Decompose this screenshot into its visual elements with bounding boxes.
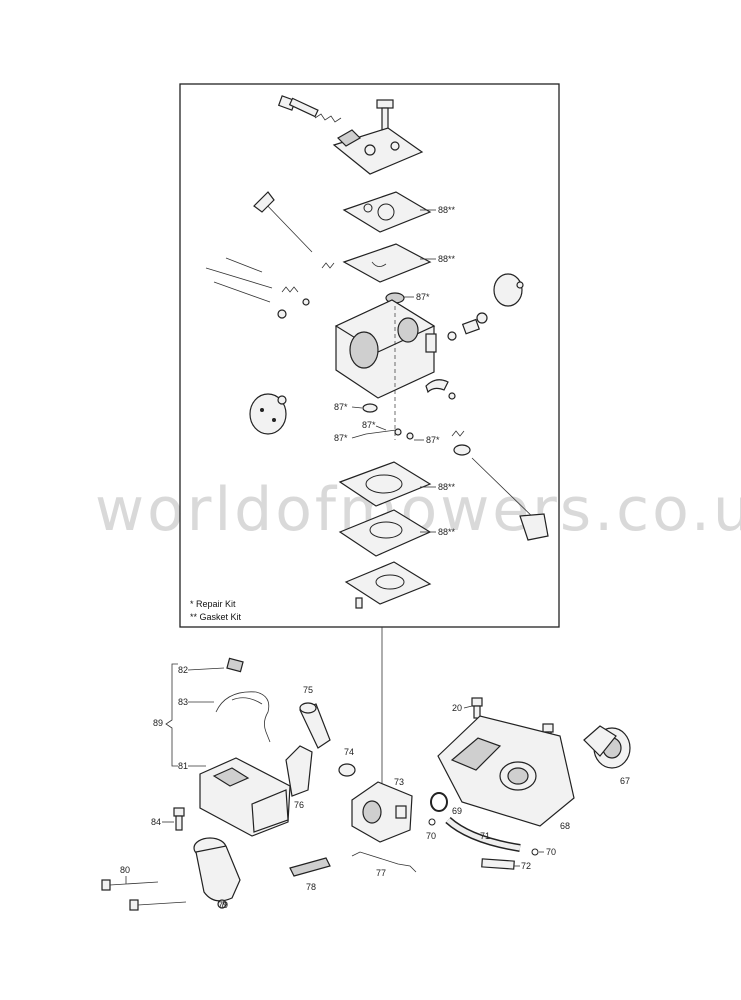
small-parts-87 xyxy=(362,306,414,440)
pump-cover xyxy=(344,561,432,609)
part-82-clip xyxy=(226,657,244,673)
label-88-upper: 88** xyxy=(438,205,456,215)
part-83-wire-spring xyxy=(215,691,271,743)
label-74: 74 xyxy=(344,747,354,757)
legend-gasket-kit: ** Gasket Kit xyxy=(190,612,242,622)
label-88-pump: 88** xyxy=(438,482,456,492)
label-73: 73 xyxy=(394,777,404,787)
carburettor-detail-frame xyxy=(179,83,560,628)
label-88-pump-diaphragm: 88** xyxy=(438,527,456,537)
label-69: 69 xyxy=(452,806,462,816)
label-76: 76 xyxy=(294,800,304,810)
label-87-mid: 87* xyxy=(362,420,376,430)
part-68-housing xyxy=(437,715,575,827)
metering-cover-part xyxy=(332,127,424,175)
choke-valve-disc xyxy=(249,393,287,435)
label-75: 75 xyxy=(303,685,313,695)
label-79: 79 xyxy=(218,900,228,910)
part-75-choke-knob xyxy=(299,702,331,749)
label-89: 89 xyxy=(153,718,163,728)
throttle-shaft-parts xyxy=(425,312,488,400)
part-81-air-filter-housing xyxy=(199,757,291,837)
part-80-bolts xyxy=(101,879,187,911)
label-71: 71 xyxy=(480,831,490,841)
part-79-intake-manifold xyxy=(193,837,241,909)
pump-gasket-88 xyxy=(338,461,432,507)
label-77: 77 xyxy=(376,868,386,878)
label-83: 83 xyxy=(178,697,188,707)
label-70-b: 70 xyxy=(546,847,556,857)
label-67: 67 xyxy=(620,776,630,786)
label-87-left: 87* xyxy=(334,402,348,412)
label-87-lower: 87* xyxy=(334,433,348,443)
label-80: 80 xyxy=(120,865,130,875)
part-84-screw xyxy=(173,807,185,831)
label-82: 82 xyxy=(178,665,188,675)
gasket-88-upper xyxy=(342,191,432,233)
label-68: 68 xyxy=(560,821,570,831)
legend-repair-kit: * Repair Kit xyxy=(190,599,236,609)
label-88-second: 88** xyxy=(438,254,456,264)
label-81: 81 xyxy=(178,761,188,771)
part-78-block xyxy=(289,857,331,877)
label-20-a: 20 xyxy=(452,703,462,713)
part-70-oring-b xyxy=(531,848,539,856)
part-67-flange xyxy=(583,725,631,769)
part-73-carburettor xyxy=(351,781,413,843)
part-72-sleeve xyxy=(481,858,515,870)
part-70-oring-a xyxy=(428,818,436,826)
label-78: 78 xyxy=(306,882,316,892)
top-screw-assembly xyxy=(277,95,394,131)
carburettor-body xyxy=(334,299,437,399)
label-70-a: 70 xyxy=(426,831,436,841)
throttle-valve-disc xyxy=(493,273,524,307)
part-76-elbow xyxy=(285,745,313,797)
lever-and-shaft-left xyxy=(253,191,313,253)
part-69-seal xyxy=(430,792,448,812)
label-87-top: 87* xyxy=(416,292,430,302)
part-71-hose xyxy=(445,816,521,852)
part-77-rod xyxy=(351,851,417,873)
needle-screws-left xyxy=(205,257,335,319)
label-84: 84 xyxy=(151,817,161,827)
label-87-right: 87* xyxy=(426,435,440,445)
part-74-grommet xyxy=(338,763,356,777)
diaphragm-88-second xyxy=(342,243,432,283)
label-72: 72 xyxy=(521,861,531,871)
choke-shaft-right xyxy=(451,430,549,541)
